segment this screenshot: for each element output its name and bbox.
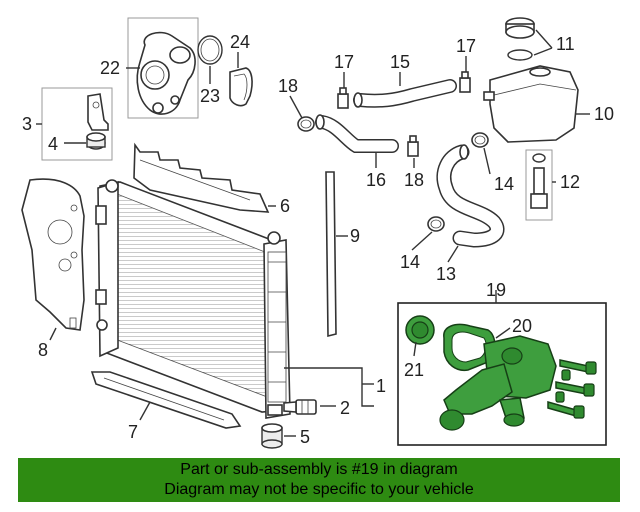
callout-15: 15 xyxy=(390,52,410,72)
callout-22: 22 xyxy=(100,58,120,78)
callout-labels: 1 2 3 4 5 6 7 8 9 10 11 12 13 14 14 15 1… xyxy=(22,32,614,447)
callout-1: 1 xyxy=(376,376,386,396)
callout-19: 19 xyxy=(486,280,506,300)
seal-strip-9 xyxy=(325,171,337,338)
coolant-reservoir-10 xyxy=(483,65,579,143)
callout-20: 20 xyxy=(512,316,532,336)
info-banner: Part or sub-assembly is #19 in diagram D… xyxy=(18,458,620,502)
callout-21: 21 xyxy=(404,360,424,380)
callout-11: 11 xyxy=(556,34,575,54)
clamp-17a xyxy=(337,87,349,109)
callout-2: 2 xyxy=(340,398,350,418)
hose-15 xyxy=(353,79,457,108)
gasket-23 xyxy=(197,35,223,65)
drain-plug-2 xyxy=(283,399,317,415)
hose-16 xyxy=(315,114,399,153)
thermostat-assembly-box-19 xyxy=(397,302,607,446)
drain-fitting-5 xyxy=(261,423,283,449)
bolts-19 xyxy=(547,359,597,419)
hose-13 xyxy=(436,144,505,248)
callout-18b: 18 xyxy=(404,170,424,190)
callout-17a: 17 xyxy=(334,52,354,72)
callout-13: 13 xyxy=(436,264,456,284)
callout-12: 12 xyxy=(560,172,580,192)
callout-14a: 14 xyxy=(494,174,514,194)
callout-5: 5 xyxy=(300,427,310,447)
callout-8: 8 xyxy=(38,340,48,360)
banner-line-2: Diagram may not be specific to your vehi… xyxy=(164,481,474,498)
callout-18a: 18 xyxy=(278,76,298,96)
lower-baffle-7 xyxy=(90,371,242,429)
callout-14b: 14 xyxy=(400,252,420,272)
thermostat-21 xyxy=(405,315,435,345)
callout-10: 10 xyxy=(594,104,614,124)
callout-16: 16 xyxy=(366,170,386,190)
callout-23: 23 xyxy=(200,86,220,106)
level-sensor-12 xyxy=(525,149,553,221)
housing-body-19 xyxy=(439,335,557,431)
clamp-18b xyxy=(407,135,419,157)
thermostat-housing-22 xyxy=(127,17,199,119)
banner-line-1: Part or sub-assembly is #19 in diagram xyxy=(180,461,458,478)
callout-24: 24 xyxy=(230,32,250,52)
side-deflector-8 xyxy=(21,178,85,331)
callout-6: 6 xyxy=(280,196,290,216)
callout-4: 4 xyxy=(48,134,58,154)
callout-3: 3 xyxy=(22,114,32,134)
reservoir-cap-11 xyxy=(505,17,535,61)
callout-9: 9 xyxy=(350,226,360,246)
clamp-14a xyxy=(471,132,489,148)
leader-lines xyxy=(36,29,590,437)
callout-7: 7 xyxy=(128,422,138,442)
clamp-18a xyxy=(297,116,315,132)
clamp-17b xyxy=(459,71,471,93)
seal-24 xyxy=(229,67,253,107)
clamp-14b xyxy=(427,216,445,232)
callout-17b: 17 xyxy=(456,36,476,56)
radiator-1 xyxy=(95,179,291,419)
upper-baffle-6 xyxy=(133,142,270,213)
